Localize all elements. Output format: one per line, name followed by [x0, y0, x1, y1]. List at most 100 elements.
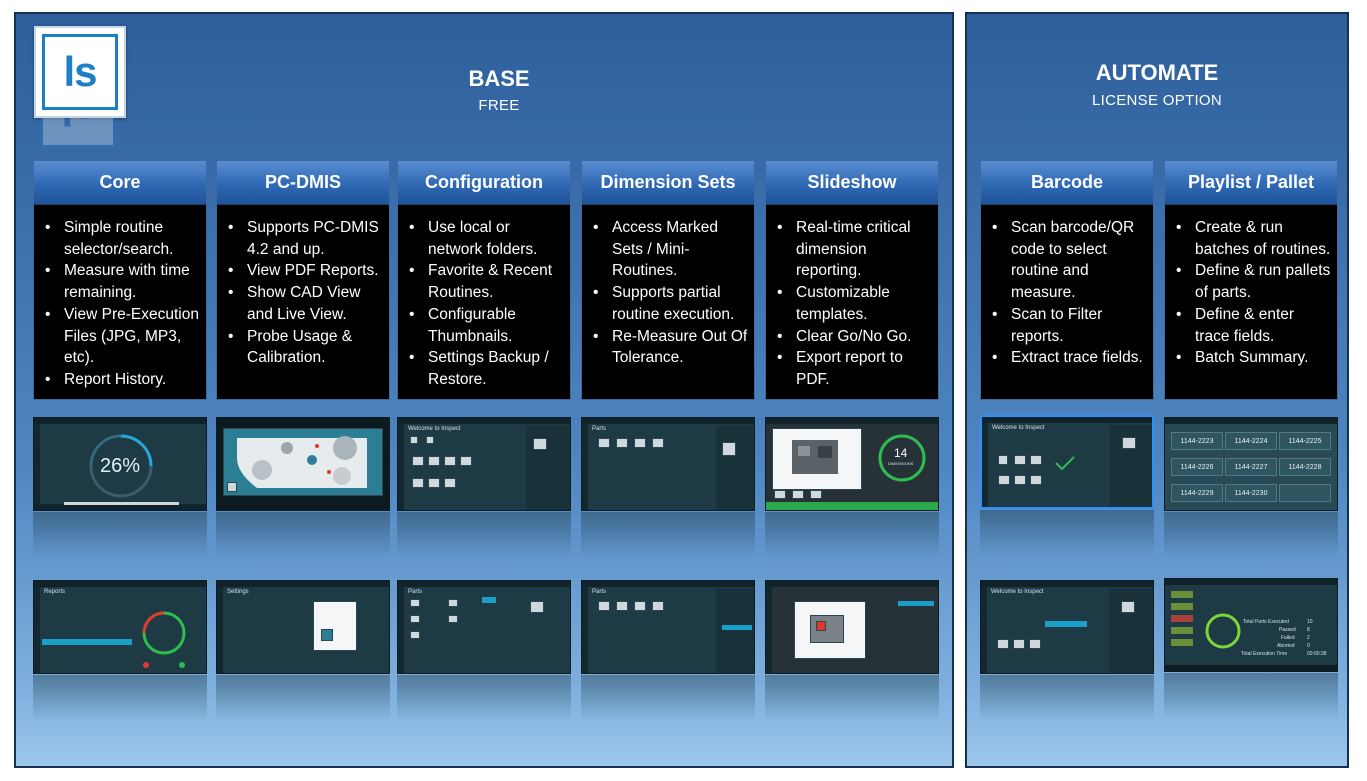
- check-icon: [1055, 456, 1075, 471]
- thumb-parts-label: Parts: [592, 426, 607, 432]
- card-barcode: Barcode Scan barcode/QR code to select r…: [980, 160, 1154, 400]
- pallet-tile: 1144-2223: [1171, 432, 1223, 450]
- thumb-reflection: [1164, 512, 1338, 558]
- automate-title: AUTOMATE: [1095, 60, 1219, 85]
- card-title: PC-DMIS: [217, 161, 389, 205]
- thumb-barcode-welcome: Welcome to Inspect: [980, 415, 1154, 509]
- card-item: Simple routine selector/search.: [44, 217, 200, 260]
- summary-value: 00:00:38: [1307, 651, 1327, 657]
- thumb-reflection: [980, 675, 1154, 721]
- card-item: Supports PC-DMIS 4.2 and up.: [227, 217, 383, 260]
- card-playlist-pallet: Playlist / Pallet Create & run batches o…: [1164, 160, 1338, 400]
- base-title: BASE: [468, 66, 530, 91]
- card-configuration: Configuration Use local or network folde…: [397, 160, 571, 400]
- thumb-welcome-label-3: Welcome to Inspect: [991, 589, 1044, 595]
- base-panel: ls ls BASE FREE Core Simple routine sele…: [14, 12, 954, 768]
- thumb-welcome-label: Welcome to Inspect: [408, 426, 461, 432]
- thumb-reflection: [980, 510, 1154, 556]
- card-item: Use local or network folders.: [408, 217, 564, 260]
- report-ring-icon: [142, 611, 186, 668]
- card-item: Settings Backup / Restore.: [408, 347, 564, 390]
- card-item: Configurable Thumbnails.: [408, 304, 564, 347]
- thumb-config-parts: Parts: [397, 580, 571, 674]
- thumb-reflection: [765, 675, 939, 721]
- card-item: Customizable templates.: [776, 282, 932, 325]
- summary-value: 8: [1307, 627, 1310, 633]
- pallet-tile: 1144-2226: [1171, 458, 1223, 476]
- card-item: Favorite & Recent Routines.: [408, 260, 564, 303]
- thumb-reflection: [216, 512, 390, 558]
- thumb-reflection: [397, 512, 571, 558]
- card-title: Core: [34, 161, 206, 205]
- card-item: Probe Usage & Calibration.: [227, 326, 383, 369]
- card-item: Real-time critical dimension reporting.: [776, 217, 932, 282]
- card-pc-dmis: PC-DMIS Supports PC-DMIS 4.2 and up. Vie…: [216, 160, 390, 400]
- thumb-slideshow-editor: [765, 580, 939, 674]
- summary-line: Passed: [1279, 627, 1296, 633]
- card-title: Configuration: [398, 161, 570, 205]
- card-item: Scan barcode/QR code to select routine a…: [991, 217, 1147, 304]
- card-item: Extract trace fields.: [991, 347, 1147, 369]
- automate-panel: AUTOMATE LICENSE OPTION Barcode Scan bar…: [965, 12, 1349, 768]
- logo-mark-reflected: ls: [40, 118, 116, 148]
- card-item: View Pre-Execution Files (JPG, MP3, etc)…: [44, 304, 200, 369]
- card-item: Scan to Filter reports.: [991, 304, 1147, 347]
- thumb-reflection: [397, 675, 571, 721]
- thumb-reflection: [765, 512, 939, 558]
- card-title: Barcode: [981, 161, 1153, 205]
- card-core: Core Simple routine selector/search. Mea…: [33, 160, 207, 400]
- summary-line: Failed: [1281, 635, 1295, 641]
- logo-mark: ls: [42, 34, 118, 110]
- card-item: View PDF Reports.: [227, 260, 383, 282]
- thumb-reports-label: Reports: [44, 589, 66, 595]
- card-title: Playlist / Pallet: [1165, 161, 1337, 205]
- summary-value: 2: [1307, 635, 1310, 641]
- slideshow-count-label: DIMENSIONS: [888, 461, 914, 466]
- thumb-parts-label-2: Parts: [408, 589, 423, 595]
- thumb-dimension-parts-2: Parts: [581, 580, 755, 674]
- card-item: Measure with time remaining.: [44, 260, 200, 303]
- card-item: Re-Measure Out Of Tolerance.: [592, 326, 748, 369]
- card-title: Slideshow: [766, 161, 938, 205]
- card-item: Supports partial routine execution.: [592, 282, 748, 325]
- thumb-reflection: [216, 675, 390, 721]
- thumb-pallet-tiles: 1144-2223 1144-2224 1144-2225 1144-2226 …: [1164, 417, 1338, 511]
- card-item: Batch Summary.: [1175, 347, 1331, 369]
- thumb-pcdmis-cad: [216, 417, 390, 511]
- summary-line: Aborted: [1277, 643, 1295, 649]
- card-item: Define & run pallets of parts.: [1175, 260, 1331, 303]
- thumb-dimension-parts: Parts: [581, 417, 755, 511]
- thumb-slideshow: 14 DIMENSIONS: [765, 417, 939, 511]
- card-slideshow: Slideshow Real-time critical dimension r…: [765, 160, 939, 400]
- thumb-parts-label-3: Parts: [592, 589, 607, 595]
- summary-value: 10: [1307, 619, 1313, 625]
- card-dimension-sets: Dimension Sets Access Marked Sets / Mini…: [581, 160, 755, 400]
- pallet-tile: 1144-2225: [1279, 432, 1331, 450]
- pallet-tile: 1144-2229: [1171, 484, 1223, 502]
- thumb-reflection: [1164, 673, 1338, 719]
- summary-line: Total Execution Time: [1241, 651, 1288, 657]
- pallet-tile-empty: [1279, 484, 1331, 502]
- thumb-batch-summary: Total Parts Executed 10 Passed 8 Failed …: [1164, 578, 1338, 672]
- core-progress-value: 26%: [100, 455, 141, 477]
- card-title: Dimension Sets: [582, 161, 754, 205]
- inspect-logo: ls: [34, 26, 126, 118]
- thumb-settings: Settings: [216, 580, 390, 674]
- base-subtitle: FREE: [478, 97, 520, 114]
- progress-ring-icon: [89, 434, 153, 498]
- card-item: Show CAD View and Live View.: [227, 282, 383, 325]
- thumb-reflection: [33, 512, 207, 558]
- thumb-settings-label: Settings: [227, 589, 249, 595]
- card-item: Report History.: [44, 369, 200, 391]
- thumb-welcome-label-2: Welcome to Inspect: [992, 425, 1045, 431]
- logo-reflection: ls: [34, 118, 126, 164]
- summary-line: Total Parts Executed: [1243, 619, 1289, 625]
- automate-subtitle: LICENSE OPTION: [1091, 92, 1223, 109]
- thumb-barcode-welcome-2: Welcome to Inspect: [980, 580, 1154, 674]
- slideshow-count: 14: [894, 446, 908, 460]
- summary-value: 0: [1307, 643, 1310, 649]
- card-item: Define & enter trace fields.: [1175, 304, 1331, 347]
- cad-part-icon: [237, 436, 367, 488]
- thumb-reflection: [581, 675, 755, 721]
- thumb-reflection: [581, 512, 755, 558]
